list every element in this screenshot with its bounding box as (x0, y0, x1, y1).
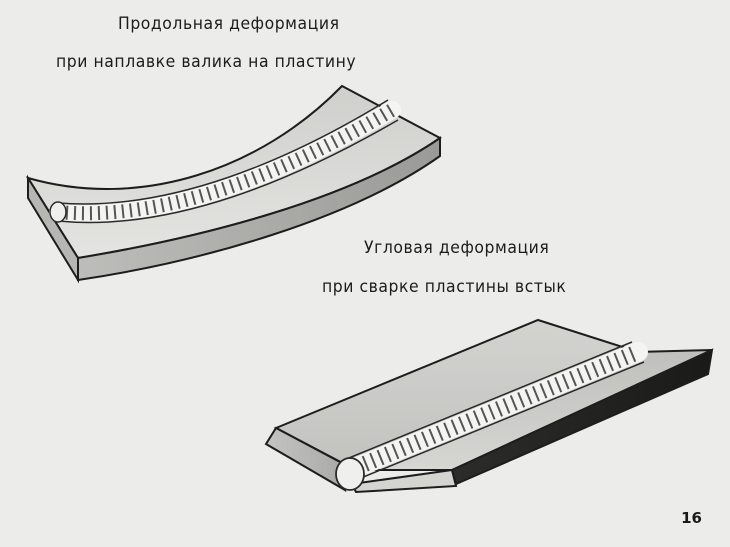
caption-angular-title: Угловая деформация (364, 238, 550, 258)
bent-plate (25, 84, 442, 284)
bent-plate-weld-outline (57, 99, 399, 224)
butt-welded-plates (264, 318, 714, 494)
caption-longitudinal-subtitle: при наплавке валика на пластину (56, 52, 357, 72)
bent-plate-long-side (77, 136, 441, 282)
butt-weld-bead (340, 342, 648, 480)
bent-plate-weld-end (49, 201, 67, 223)
caption-angular-subtitle: при сварке пластины встык (322, 277, 567, 297)
butt-weld-outline (343, 341, 645, 481)
butt-weld-end (335, 457, 365, 491)
page-number: 16 (681, 509, 702, 527)
bent-plate-weld-bead (49, 101, 401, 223)
caption-longitudinal-title: Продольная деформация (118, 14, 340, 34)
